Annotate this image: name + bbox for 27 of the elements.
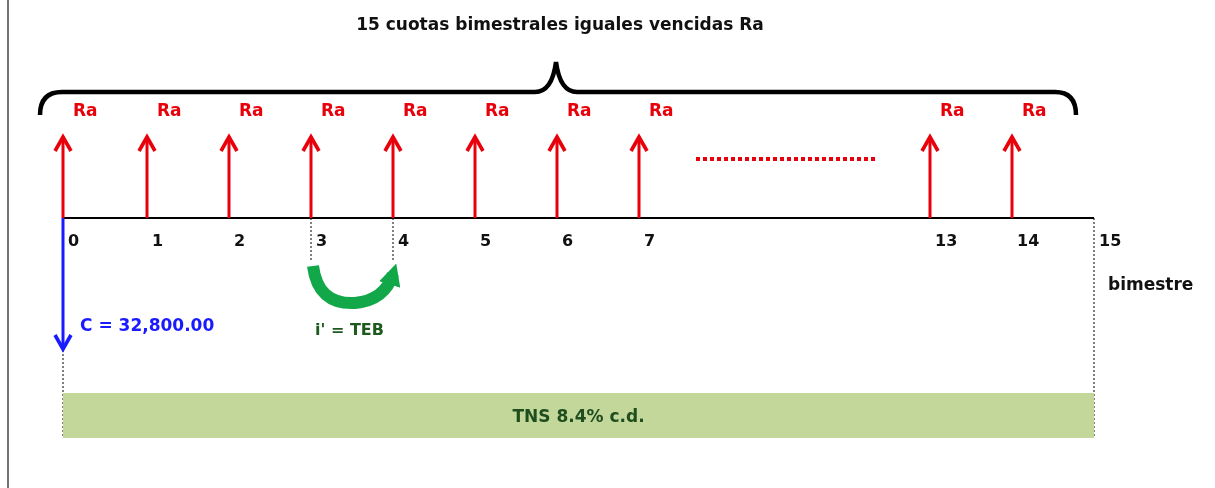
amount-label: Ra xyxy=(649,102,674,119)
amount-label: Ra xyxy=(567,102,592,119)
axis-label: bimestre xyxy=(1108,276,1194,293)
tick-label: 15 xyxy=(1099,233,1122,249)
amount-label: Ra xyxy=(157,102,182,119)
amount-label: Ra xyxy=(940,102,965,119)
tick-label: 7 xyxy=(644,233,656,249)
amount-label: Ra xyxy=(73,102,98,119)
tick-label: 1 xyxy=(152,233,164,249)
tick-label: 13 xyxy=(935,233,958,249)
rate-band xyxy=(63,393,1094,438)
tick-label: 3 xyxy=(316,233,328,249)
tick-label: 14 xyxy=(1017,233,1040,249)
title: 15 cuotas bimestrales iguales vencidas Ra xyxy=(355,16,765,33)
amount-label: Ra xyxy=(1022,102,1047,119)
amount-label: C = 32,800.00 xyxy=(80,317,215,334)
tick-label: 6 xyxy=(562,233,574,249)
tick-label: 5 xyxy=(480,233,492,249)
tick-label: 0 xyxy=(68,233,80,249)
amount-label: Ra xyxy=(239,102,264,119)
tick-label: 2 xyxy=(234,233,246,249)
band-label: TNS 8.4% c.d. xyxy=(512,405,645,426)
amount-label: Ra xyxy=(403,102,428,119)
rate-label: i' = TEB xyxy=(315,322,384,338)
tick-label: 4 xyxy=(398,233,410,249)
amount-label: Ra xyxy=(321,102,346,119)
amount-label: Ra xyxy=(485,102,510,119)
